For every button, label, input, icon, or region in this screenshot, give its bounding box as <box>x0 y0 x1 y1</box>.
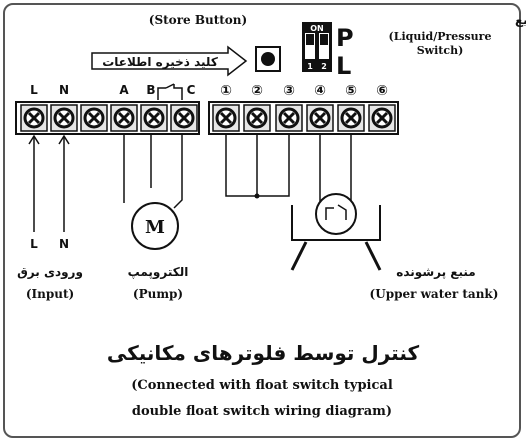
input-n-label: N <box>59 237 69 251</box>
relay-contact-symbol <box>157 84 183 100</box>
motor-letter: M <box>145 217 165 238</box>
right-terminal-screw-1 <box>212 104 240 132</box>
terminal-label-b: B <box>146 83 155 97</box>
terminal-label-6: ⑥ <box>376 83 388 99</box>
store-button-cap <box>261 52 275 66</box>
tank-leg-left <box>290 241 308 271</box>
pressure-switch-label-en-2: Switch) <box>417 44 464 57</box>
terminal-label-1: ① <box>220 83 232 99</box>
right-terminal-screw-2 <box>243 104 271 132</box>
terminal-label-n: N <box>59 83 69 97</box>
letter-l: L <box>336 52 351 80</box>
right-terminal-screw-5 <box>337 104 365 132</box>
float-wire-4 <box>319 134 330 206</box>
left-terminal-screw-3 <box>80 104 108 132</box>
letter-p: P <box>336 24 354 52</box>
store-button-label-fa: کلید ذخیره اطلاعات <box>102 55 218 69</box>
motor-symbol <box>131 202 179 250</box>
right-terminal-screw-6 <box>368 104 396 132</box>
upper-water-tank <box>291 205 381 241</box>
terminal-label-2: ② <box>251 83 263 99</box>
left-terminal-screw-5 <box>140 104 168 132</box>
title-en-2: double float switch wiring diagram) <box>132 404 392 419</box>
pressure-switch-label-fa: کلید مربوط به فشار مایع <box>515 13 526 28</box>
terminal-label-l: L <box>30 83 38 97</box>
title-en-1: (Connected with float switch typical <box>131 378 393 393</box>
dip-2-label: 2 <box>321 62 327 71</box>
tank-label-fa: منبع پرشونده <box>396 265 475 280</box>
terminal-label-3: ③ <box>283 83 295 99</box>
float-switch-contact <box>325 204 347 220</box>
left-terminal-screw-2 <box>50 104 78 132</box>
relay-contact-blade <box>165 83 175 89</box>
junction-dot <box>254 193 260 199</box>
input-label-en: (Input) <box>26 287 74 301</box>
left-terminal-screw-4 <box>110 104 138 132</box>
dip-on-label: ON <box>310 24 324 33</box>
input-arrow-l <box>28 134 40 145</box>
input-label-fa: ورودی برق <box>17 265 83 280</box>
right-terminal-block <box>208 101 399 135</box>
pump-label-fa: الکتروپمپ <box>128 265 189 280</box>
pump-label-en: (Pump) <box>133 287 183 301</box>
dip-1-label: 1 <box>307 62 313 71</box>
diagram-frame <box>3 3 521 438</box>
store-arrow-shape <box>91 45 248 77</box>
right-terminal-screw-3 <box>275 104 303 132</box>
terminal-label-5: ⑤ <box>345 83 357 99</box>
title-fa: کنترل توسط فلوترهای مکانیکی <box>107 341 420 365</box>
tank-label-en: (Upper water tank) <box>370 287 499 301</box>
pump-wire-c <box>173 134 183 209</box>
input-arrow-n <box>58 134 70 145</box>
right-terminal-screw-4 <box>306 104 334 132</box>
dip-switch[interactable]: ON 1 2 <box>302 22 332 72</box>
terminal-label-c: C <box>187 83 196 97</box>
left-terminal-screw-1 <box>20 104 48 132</box>
pressure-switch-label-en-1: (Liquid/Pressure <box>389 30 492 43</box>
input-l-label: L <box>30 237 38 251</box>
terminal-label-4: ④ <box>314 83 326 99</box>
store-button-label-en: (Store Button) <box>149 13 247 27</box>
float-switch-symbol <box>315 193 357 235</box>
terminal-label-a: A <box>119 83 129 97</box>
tank-leg-right <box>364 241 382 271</box>
left-terminal-screw-6 <box>170 104 198 132</box>
